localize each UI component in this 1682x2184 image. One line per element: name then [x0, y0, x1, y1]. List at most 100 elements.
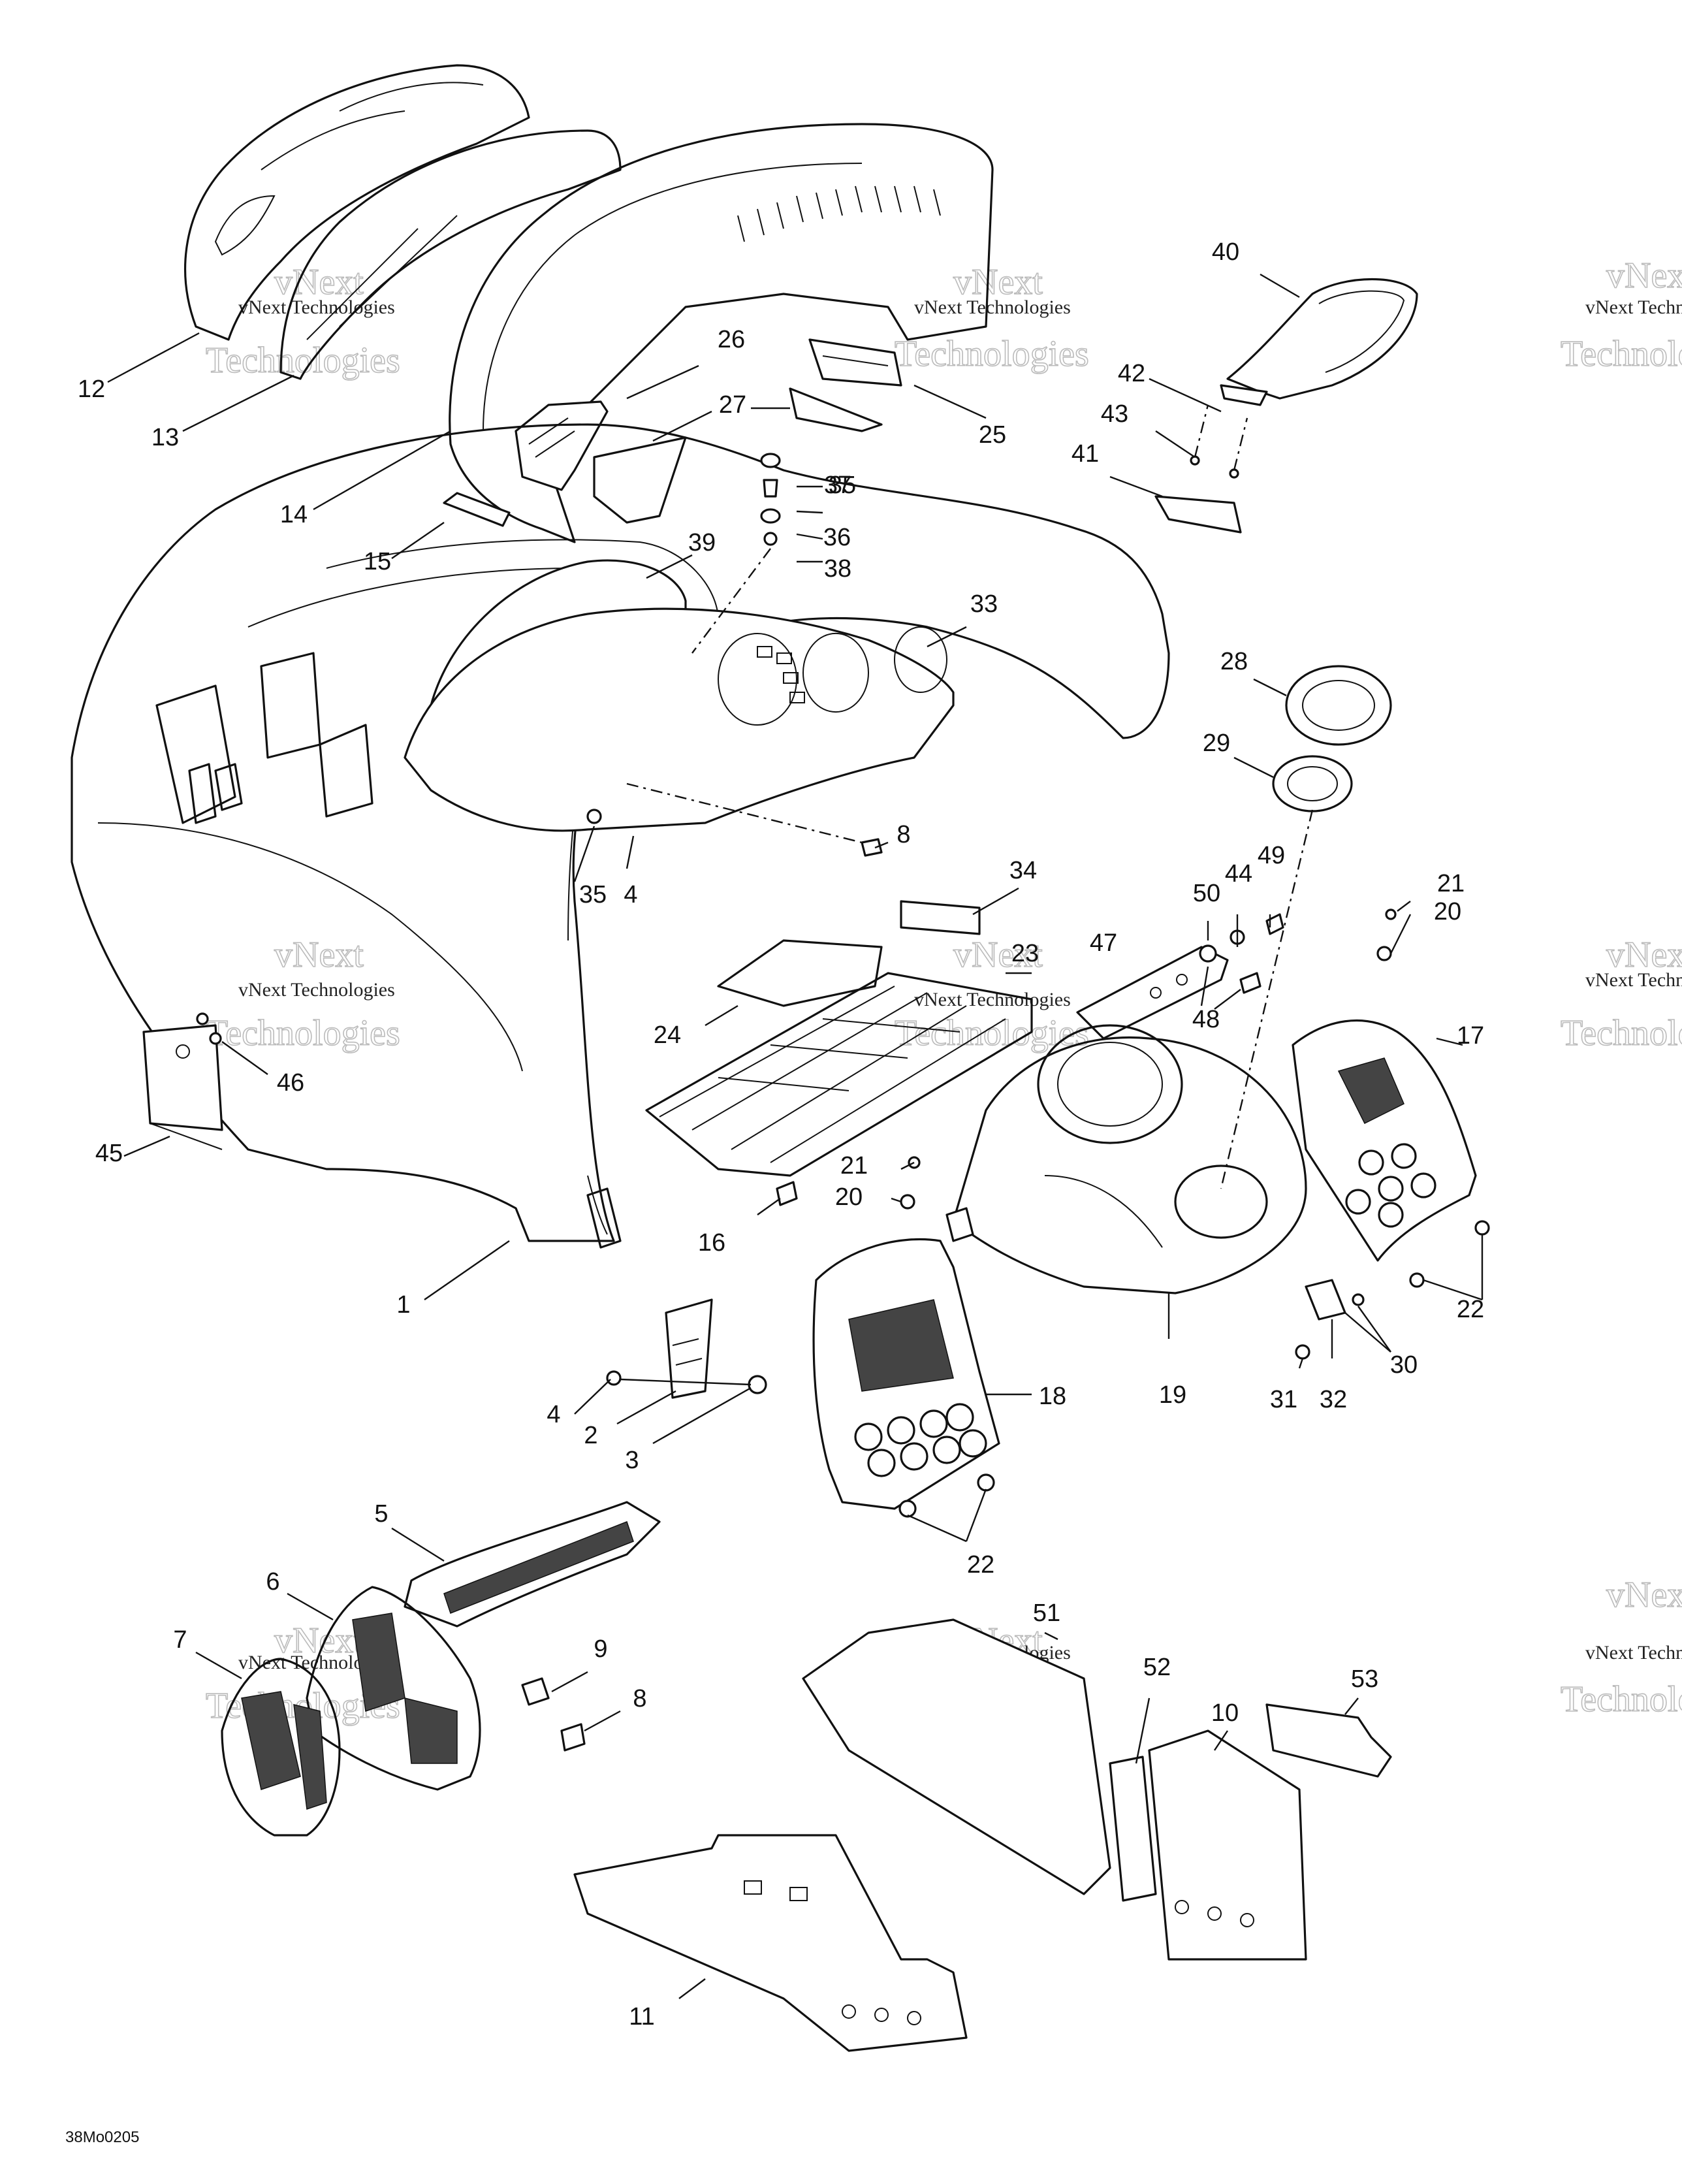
callout-19: 19: [1159, 1381, 1186, 1409]
watermark-9: vNext vNext Technologies Technologies: [1560, 1574, 1682, 1720]
watermark-4: vNext vNext Technologies Technologies: [205, 934, 400, 1054]
callout-18: 18: [1039, 1383, 1066, 1410]
part-34-foam-strip: [900, 900, 981, 935]
callout-28: 28: [1220, 648, 1248, 675]
svg-text:vNext Technologies: vNext Technologies: [1585, 969, 1682, 991]
part-40-mirror: [1220, 278, 1418, 406]
callout-41: 41: [1071, 440, 1099, 468]
callouts: 1 2 3 4 4 5 6 7 8 8 9 10 11 12 13 14 15 …: [78, 238, 1484, 2031]
svg-text:Technologies: Technologies: [1561, 1013, 1682, 1053]
part-47-bracket: [1076, 946, 1229, 1040]
callout-7: 7: [173, 1626, 187, 1654]
callout-35: 35: [829, 472, 856, 499]
part-7-grille-low: [221, 1658, 341, 1837]
part-15-deflector: [443, 492, 511, 527]
svg-text:Technologies: Technologies: [895, 1013, 1089, 1053]
callout-23: 23: [1011, 940, 1039, 967]
part-41-mirror-pad: [1154, 495, 1242, 534]
part-33-console: [404, 607, 955, 832]
callout-37: 37: [824, 472, 851, 499]
callout-27: 27: [719, 391, 746, 419]
callout-34: 34: [1009, 857, 1037, 884]
callout-20: 20: [835, 1183, 863, 1211]
part-6-grille-mid: [306, 1586, 481, 1791]
svg-text:vNext Technologies: vNext Technologies: [1585, 297, 1682, 318]
svg-text:vNext: vNext: [274, 935, 364, 975]
callout-15: 15: [364, 548, 391, 575]
axis-console-lower: [626, 782, 863, 844]
callout-43: 43: [1101, 400, 1128, 428]
part-38-nut: [763, 532, 778, 546]
part-23-tray: [645, 972, 1033, 1177]
part-9-clip: [521, 1677, 550, 1706]
svg-text:vNext: vNext: [1606, 255, 1682, 296]
callout-13: 13: [151, 424, 179, 451]
part-1-hood: [71, 423, 1170, 1249]
part-52-foam: [1109, 1756, 1157, 1902]
callout-39: 39: [688, 529, 716, 556]
callout-32: 32: [1320, 1386, 1347, 1413]
callout-42: 42: [1118, 360, 1145, 387]
svg-text:Technologies: Technologies: [1561, 334, 1682, 374]
part-17-side-panel-right: [1292, 1020, 1477, 1262]
part-49-screw: [1265, 913, 1284, 935]
part-3-knob: [748, 1375, 767, 1394]
svg-text:vNext: vNext: [274, 262, 364, 302]
callout-24: 24: [654, 1021, 681, 1049]
callout-20: 20: [1434, 898, 1461, 925]
part-53-foam: [1265, 1703, 1392, 1778]
svg-text:vNext Technologies: vNext Technologies: [1585, 1642, 1682, 1663]
part-22-rivets: [898, 1220, 1490, 1518]
callout-3: 3: [625, 1447, 639, 1474]
callout-40: 40: [1212, 238, 1239, 266]
svg-text:vNext: vNext: [953, 262, 1043, 302]
callout-29: 29: [1203, 730, 1230, 757]
svg-text:Technologies: Technologies: [895, 334, 1089, 374]
leaders: [107, 273, 1484, 1999]
svg-text:Technologies: Technologies: [1561, 1679, 1682, 1720]
callout-11: 11: [629, 2003, 654, 2031]
callout-44: 44: [1225, 860, 1252, 888]
part-11-foam: [573, 1834, 968, 2052]
callout-51: 51: [1033, 1599, 1060, 1627]
callout-46: 46: [277, 1069, 304, 1097]
part-4-washer: [606, 1370, 622, 1386]
part-24-pad: [717, 939, 883, 1007]
part-5-grille-top: [404, 1501, 661, 1628]
callout-8: 8: [897, 821, 910, 848]
svg-text:vNext: vNext: [1606, 935, 1682, 975]
part-36-washer: [760, 508, 781, 524]
part-48-screw: [1239, 972, 1262, 994]
part-21-screw: [908, 908, 1397, 1169]
callout-49: 49: [1258, 842, 1285, 869]
callout-6: 6: [266, 1568, 279, 1596]
part-50-washer: [1199, 944, 1217, 963]
callout-4: 4: [547, 1401, 560, 1428]
callout-53: 53: [1351, 1665, 1378, 1693]
part-43-washers: [1190, 404, 1248, 479]
callout-10: 10: [1211, 1699, 1239, 1727]
part-25-bracket: [808, 338, 902, 387]
callout-30: 30: [1390, 1351, 1418, 1379]
part-35-screw: [586, 479, 778, 824]
part-14-windshield: [449, 123, 994, 543]
callout-33: 33: [970, 590, 998, 618]
part-37-grommet: [760, 453, 781, 468]
callout-35: 35: [579, 881, 607, 908]
part-27-vent: [593, 387, 883, 524]
callout-48: 48: [1192, 1006, 1220, 1033]
part-46-screws: [196, 1012, 222, 1045]
callout-38: 38: [824, 555, 851, 583]
callout-22: 22: [1457, 1296, 1484, 1323]
part-13-nose-panel: [279, 129, 622, 380]
callout-14: 14: [280, 501, 308, 528]
svg-text:Technologies: Technologies: [206, 1013, 400, 1053]
part-51-foam: [802, 1618, 1111, 1895]
callout-50: 50: [1193, 880, 1220, 907]
callout-1: 1: [396, 1291, 410, 1319]
axis-filler: [1220, 809, 1314, 1189]
callout-21: 21: [840, 1152, 868, 1180]
callout-12: 12: [78, 376, 105, 403]
callout-52: 52: [1143, 1654, 1171, 1681]
